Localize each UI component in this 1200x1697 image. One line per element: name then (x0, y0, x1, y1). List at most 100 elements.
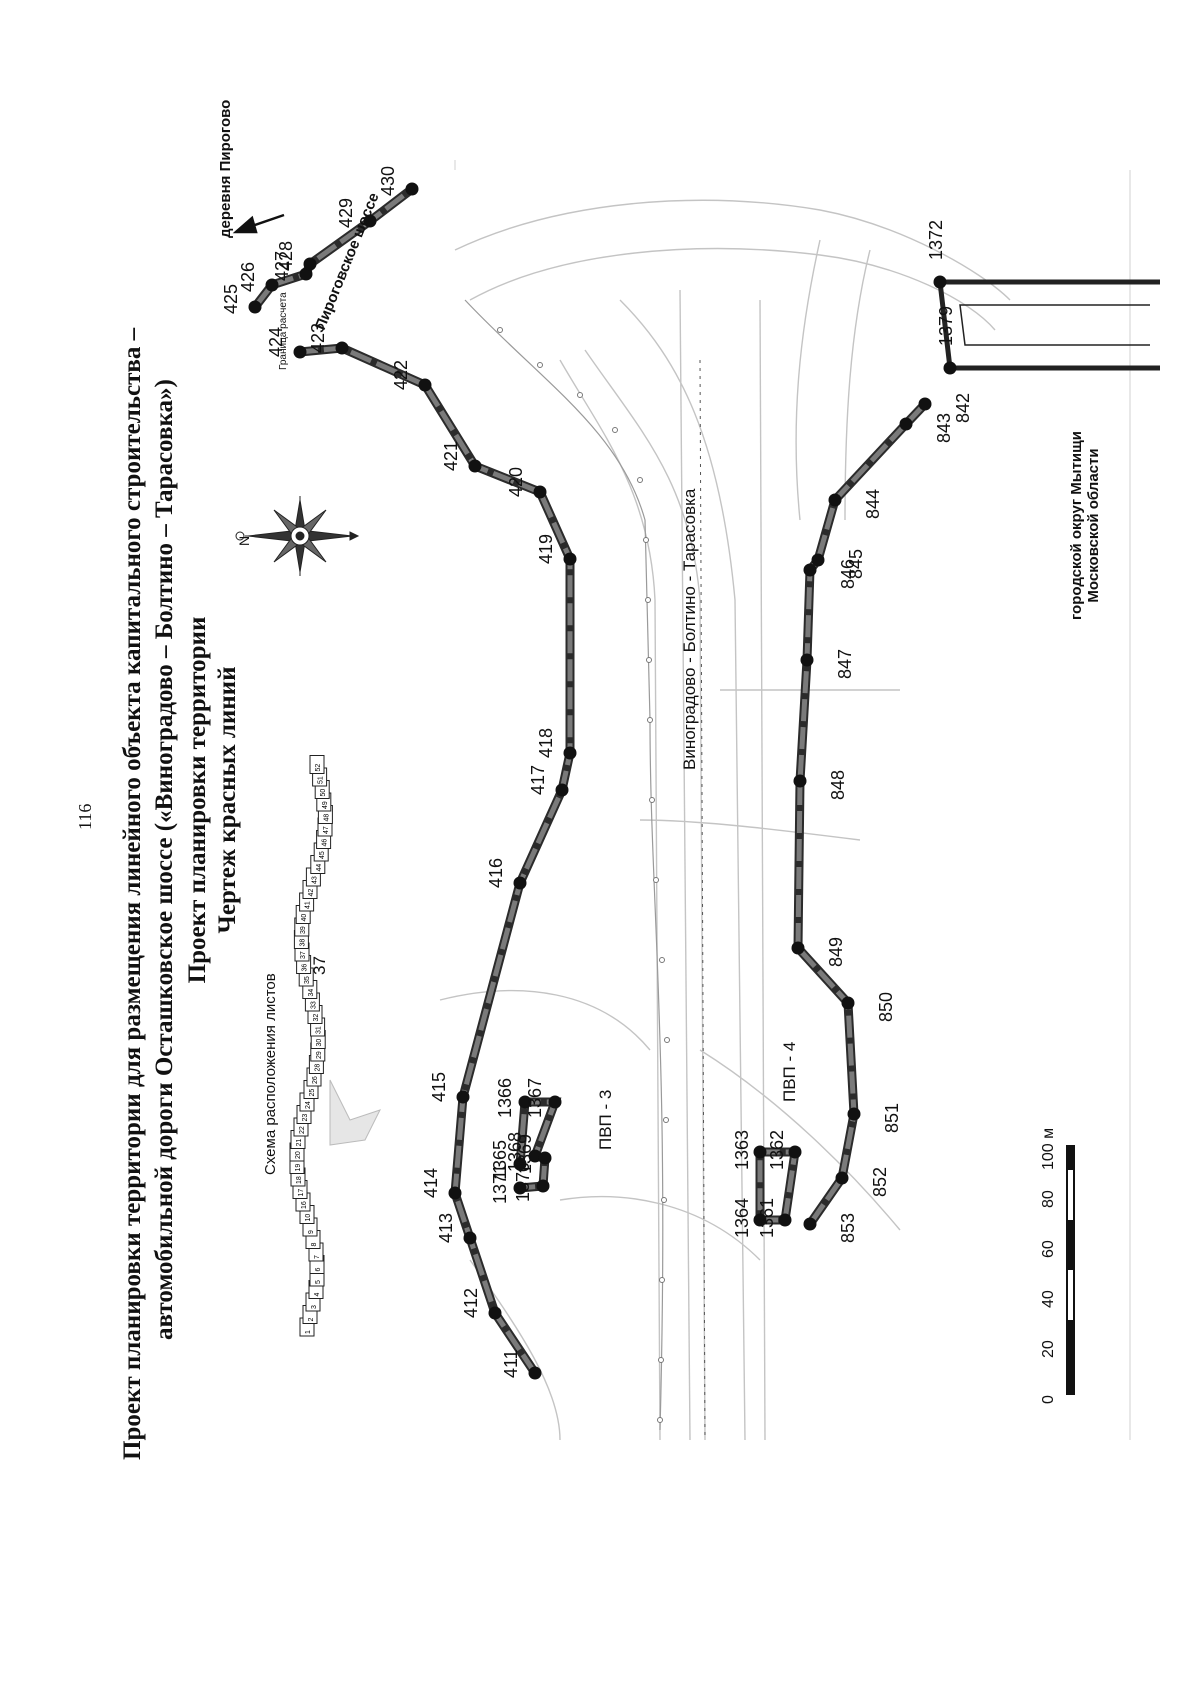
block-red-line (937, 279, 1160, 371)
point-marker-419 (563, 552, 577, 566)
index-sheet-label-44: 44 (316, 864, 323, 872)
index-sheet-label-41: 41 (305, 901, 312, 909)
index-sheet-label-38: 38 (299, 939, 306, 947)
index-sheet-label-48: 48 (323, 814, 330, 822)
point-marker-1362 (788, 1145, 802, 1159)
point-marker-849 (791, 941, 805, 955)
index-sheet-label-25: 25 (309, 1089, 316, 1097)
index-sheet-label-47: 47 (323, 826, 330, 834)
index-sheet-label-4: 4 (314, 1293, 321, 1297)
point-marker-853 (803, 1217, 817, 1231)
index-sheet-label-6: 6 (315, 1268, 322, 1272)
index-sheet-label-2: 2 (308, 1318, 315, 1322)
scale-tick-3: 60 (1040, 1240, 1057, 1258)
point-marker-852 (835, 1171, 849, 1185)
index-sheet-label-34: 34 (308, 989, 315, 997)
point-marker-1379 (943, 361, 957, 375)
point-marker-429 (363, 214, 377, 228)
point-marker-418 (563, 746, 577, 760)
index-sheet-label-40: 40 (301, 914, 308, 922)
scale-tick-1: 20 (1040, 1340, 1057, 1358)
point-marker-424 (293, 345, 307, 359)
point-marker-1365 (513, 1157, 527, 1171)
index-sheet-label-21: 21 (296, 1139, 303, 1147)
index-sheet-label-5: 5 (315, 1280, 322, 1284)
index-sheet-label-3: 3 (311, 1305, 318, 1309)
index-sheet-label-20: 20 (295, 1151, 302, 1159)
point-marker-1366 (518, 1095, 532, 1109)
point-marker-414 (448, 1186, 462, 1200)
index-sheet-label-50: 50 (320, 789, 327, 797)
fence-line (959, 304, 1150, 346)
point-marker-844 (828, 493, 842, 507)
index-sheet-label-24: 24 (305, 1101, 312, 1109)
point-marker-1363 (753, 1145, 767, 1159)
index-sheet-label-31: 31 (316, 1026, 323, 1034)
scale-tick-5: 100 м (1040, 1127, 1057, 1170)
point-marker-846 (803, 563, 817, 577)
index-sheet-label-42: 42 (308, 889, 315, 897)
point-marker-417 (555, 783, 569, 797)
index-sheet-label-35: 35 (304, 976, 311, 984)
index-sheet-label-46: 46 (322, 839, 329, 847)
point-marker-1368 (528, 1149, 542, 1163)
point-marker-411 (528, 1366, 542, 1380)
point-marker-1371 (513, 1181, 527, 1195)
point-marker-842 (918, 397, 932, 411)
point-marker-851 (847, 1107, 861, 1121)
index-sheet-label-28: 28 (314, 1064, 321, 1072)
point-marker-425 (248, 300, 262, 314)
index-map-water (329, 1079, 381, 1146)
index-sheet-label-18: 18 (296, 1176, 303, 1184)
index-sheet-label-32: 32 (313, 1014, 320, 1022)
point-marker-1370 (536, 1179, 550, 1193)
index-sheet-label-16: 16 (301, 1201, 308, 1209)
index-sheet-label-45: 45 (319, 851, 326, 859)
index-sheet-label-7: 7 (314, 1255, 321, 1259)
index-sheet-label-43: 43 (311, 876, 318, 884)
scale-tick-2: 40 (1040, 1290, 1057, 1308)
index-sheet-label-29: 29 (316, 1051, 323, 1059)
point-marker-1369 (538, 1151, 552, 1165)
index-sheet-label-52: 52 (315, 764, 322, 772)
left_line-red-line-fill (299, 345, 573, 1375)
index-sheet-label-51: 51 (318, 776, 325, 784)
point-marker-430 (405, 182, 419, 196)
point-marker-426 (265, 278, 279, 292)
index-sheet-label-26: 26 (312, 1076, 319, 1084)
scale-tick-4: 80 (1040, 1190, 1057, 1208)
index-sheet-label-36: 36 (302, 964, 309, 972)
index-sheet-label-23: 23 (302, 1114, 309, 1122)
index-sheet-label-30: 30 (316, 1039, 323, 1047)
point-marker-847 (800, 653, 814, 667)
index-sheet-label-1: 1 (305, 1330, 312, 1334)
index-sheet-label-49: 49 (322, 801, 329, 809)
index-sheet-label-37: 37 (300, 951, 307, 959)
index-sheet-label-8: 8 (311, 1243, 318, 1247)
point-marker-413 (463, 1231, 477, 1245)
point-marker-1364 (753, 1213, 767, 1227)
point-marker-850 (841, 996, 855, 1010)
index-sheet-label-10: 10 (305, 1214, 312, 1222)
index-sheet-52 (309, 755, 325, 774)
point-marker-415 (456, 1090, 470, 1104)
point-marker-416 (513, 876, 527, 890)
index-sheet-label-9: 9 (308, 1230, 315, 1234)
point-marker-422 (418, 378, 432, 392)
point-marker-427 (299, 267, 313, 281)
right_line-red-line-fill (795, 402, 927, 1226)
point-marker-1367 (548, 1095, 562, 1109)
point-marker-423 (335, 341, 349, 355)
index-sheet-label-33: 33 (310, 1001, 317, 1009)
index-sheet-label-39: 39 (300, 926, 307, 934)
scale-tick-0: 0 (1040, 1395, 1057, 1404)
point-marker-843 (899, 417, 913, 431)
point-marker-428 (303, 257, 317, 271)
index-sheet-label-22: 22 (299, 1126, 306, 1134)
